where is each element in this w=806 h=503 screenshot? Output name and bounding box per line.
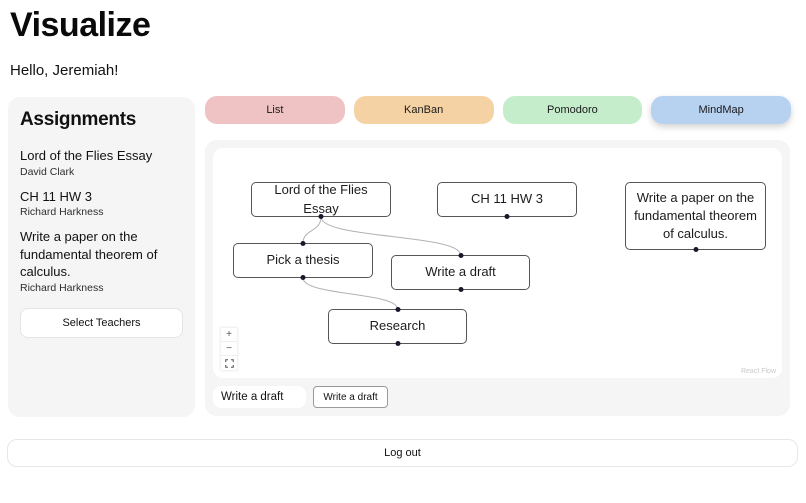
zoom-out-button[interactable]: − — [221, 342, 237, 356]
assignments-sidebar: Assignments Lord of the Flies Essay Davi… — [8, 97, 195, 417]
source-handle[interactable] — [693, 247, 698, 252]
logout-button[interactable]: Log out — [7, 439, 798, 467]
add-node-form: Write a draft — [213, 386, 388, 408]
source-handle[interactable] — [300, 275, 306, 280]
source-handle[interactable] — [395, 341, 400, 346]
fit-view-button[interactable] — [221, 356, 237, 370]
flow-node-ch-11-hw-3[interactable]: CH 11 HW 3 — [437, 182, 577, 219]
flow-node-pick-a-thesis[interactable]: Pick a thesis — [233, 241, 373, 280]
mindmap-panel: Lord of the Flies Essay CH 11 HW 3 Write… — [205, 140, 790, 416]
assignment-title: Lord of the Flies Essay — [20, 148, 153, 163]
flow-node-label: Write a draft — [425, 264, 496, 280]
assignment-item: Write a paper on the fundamental theorem… — [20, 228, 183, 294]
assignment-title: Write a paper on the fundamental theorem… — [20, 229, 158, 280]
fit-view-icon — [224, 358, 234, 368]
flow-node-label: Pick a thesis — [266, 252, 340, 268]
flow-node-label: Research — [369, 318, 426, 334]
assignment-teacher: Richard Harkness — [20, 281, 104, 294]
assignment-teacher: David Clark — [20, 165, 75, 178]
flow-node-label: CH 11 HW 3 — [471, 191, 543, 207]
assignment-teacher: Richard Harkness — [20, 206, 104, 219]
sidebar-title: Assignments — [20, 109, 137, 130]
node-label-input[interactable] — [213, 386, 306, 408]
flow-node-write-a-draft[interactable]: Write a draft — [391, 253, 530, 292]
flow-node-write-a-paper[interactable]: Write a paper on the fundamental theorem… — [625, 182, 766, 252]
assignment-title: CH 11 HW 3 — [20, 188, 92, 204]
assignment-item: Lord of the Flies Essay David Clark — [20, 147, 183, 178]
view-tabs: List KanBan Pomodoro MindMap — [205, 96, 791, 124]
target-handle[interactable] — [300, 241, 306, 246]
app-title: Visualize — [10, 6, 151, 44]
flow-controls: + − — [221, 328, 237, 370]
tab-list[interactable]: List — [205, 96, 345, 124]
target-handle[interactable] — [458, 253, 463, 258]
zoom-in-button[interactable]: + — [221, 328, 237, 342]
flow-canvas[interactable]: Lord of the Flies Essay CH 11 HW 3 Write… — [213, 148, 782, 378]
flow-node-label: Write a paper on the fundamental theorem… — [634, 189, 757, 242]
flow-edges — [302, 216, 461, 310]
source-handle[interactable] — [318, 214, 324, 219]
flow-node-label: Lord of the Flies Essay — [274, 182, 368, 216]
greeting-text: Hello, Jeremiah! — [10, 62, 119, 79]
flow-node-research[interactable]: Research — [328, 307, 467, 346]
source-handle[interactable] — [504, 214, 510, 219]
add-node-button[interactable]: Write a draft — [313, 386, 388, 408]
flow-node-lord-of-the-flies[interactable]: Lord of the Flies Essay — [251, 182, 391, 219]
tab-kanban[interactable]: KanBan — [353, 96, 494, 124]
assignment-item: CH 11 HW 3 Richard Harkness — [20, 188, 183, 219]
tab-pomodoro[interactable]: Pomodoro — [502, 96, 643, 124]
target-handle[interactable] — [395, 307, 400, 312]
tab-mindmap[interactable]: MindMap — [651, 96, 791, 124]
source-handle[interactable] — [458, 287, 463, 292]
react-flow-attribution: React Flow — [740, 368, 776, 375]
select-teachers-button[interactable]: Select Teachers — [20, 307, 183, 338]
